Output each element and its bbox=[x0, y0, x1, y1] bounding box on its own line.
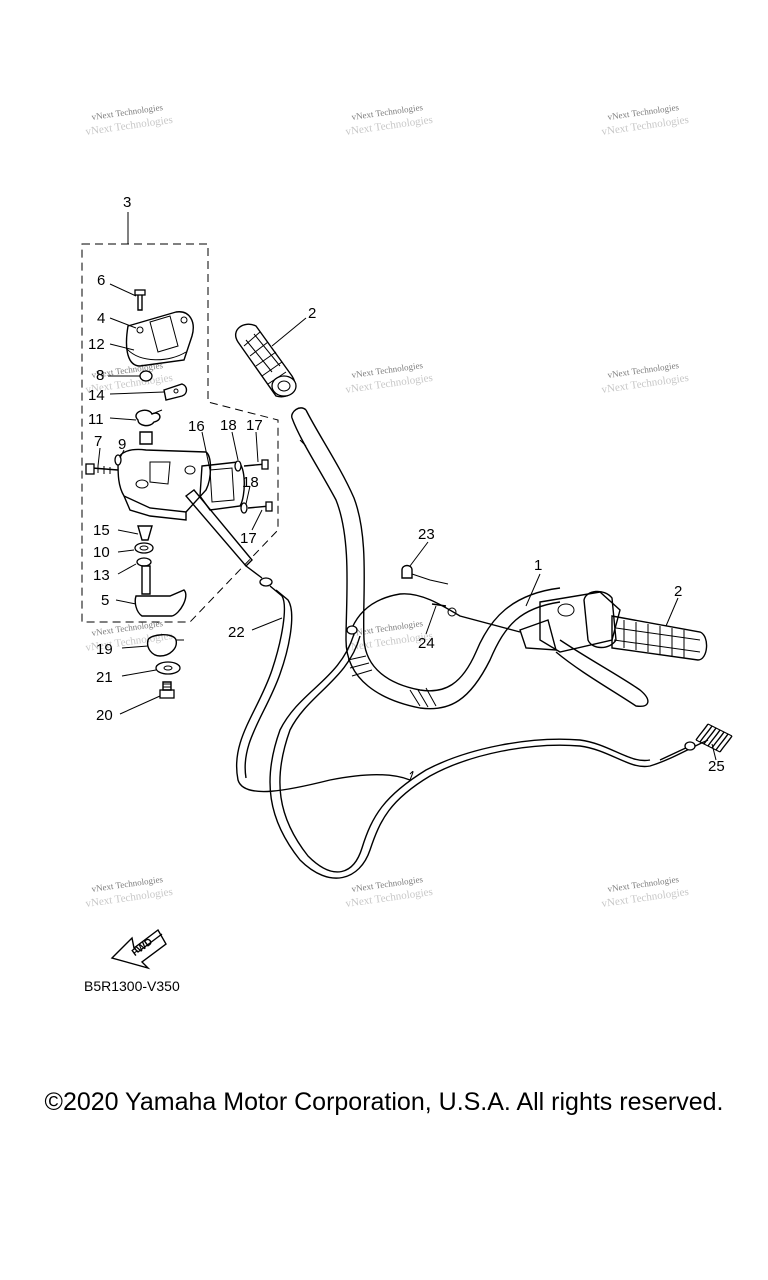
right-controls bbox=[519, 590, 708, 707]
callout-2: 2 bbox=[674, 583, 682, 600]
left-grip bbox=[235, 323, 297, 398]
watermark: vNext Technologies vNext Technologies bbox=[601, 102, 690, 138]
callout-25: 25 bbox=[708, 758, 725, 775]
callouts: 1 2 2 3 4 5 6 7 8 9 10 11 12 13 14 15 16… bbox=[88, 194, 725, 775]
watermark: vNext Technologies vNext Technologies bbox=[601, 360, 690, 396]
callout-7: 7 bbox=[94, 433, 102, 450]
callout-6: 6 bbox=[97, 272, 105, 289]
handlebar bbox=[291, 407, 561, 710]
callout-17: 17 bbox=[240, 530, 257, 547]
watermark: vNext Technologies vNext Technologies bbox=[345, 102, 434, 138]
small-parts-8-14 bbox=[139, 370, 188, 401]
callout-4: 4 bbox=[97, 310, 105, 327]
callout-21: 21 bbox=[96, 669, 113, 686]
watermark: vNext Technologies vNext Technologies bbox=[345, 360, 434, 396]
bolt-20 bbox=[159, 681, 175, 699]
callout-23: 23 bbox=[418, 526, 435, 543]
washer-9 bbox=[114, 454, 122, 466]
callout-14: 14 bbox=[88, 387, 105, 404]
callout-11: 11 bbox=[88, 411, 104, 428]
watermark: vNext Technologies vNext Technologies bbox=[85, 874, 174, 910]
throttle-cable-22 bbox=[236, 565, 414, 793]
screw-7 bbox=[85, 463, 119, 475]
leader-lines bbox=[97, 283, 717, 761]
callout-20: 20 bbox=[96, 707, 113, 724]
sensor-23 bbox=[401, 564, 449, 585]
washers-18 bbox=[234, 460, 248, 514]
callout-2: 2 bbox=[308, 305, 316, 322]
callout-19: 19 bbox=[96, 641, 113, 658]
lower-parts-15-10-13 bbox=[134, 525, 154, 567]
fwd-arrow-icon: FWD bbox=[110, 928, 167, 970]
diagram-code: B5R1300-V350 bbox=[84, 978, 180, 994]
callout-8: 8 bbox=[96, 367, 104, 384]
washer-21 bbox=[155, 661, 181, 675]
cable-holder-19 bbox=[146, 634, 184, 657]
copyright-notice: ©2020 Yamaha Motor Corporation, U.S.A. A… bbox=[44, 1088, 724, 1116]
callout-1: 1 bbox=[534, 557, 542, 574]
spring-11 bbox=[135, 409, 163, 445]
callout-22: 22 bbox=[228, 624, 245, 641]
callout-12: 12 bbox=[88, 336, 105, 353]
callout-18: 18 bbox=[242, 474, 259, 491]
callout-9: 9 bbox=[118, 436, 126, 453]
screws-17 bbox=[243, 459, 273, 512]
watermark: vNext Technologies vNext Technologies bbox=[601, 874, 690, 910]
callout-5: 5 bbox=[101, 592, 109, 609]
watermark: vNext Technologies vNext Technologies bbox=[345, 874, 434, 910]
callout-15: 15 bbox=[93, 522, 110, 539]
callout-13: 13 bbox=[93, 567, 110, 584]
callout-3: 3 bbox=[123, 194, 131, 211]
callout-18: 18 bbox=[220, 417, 237, 434]
throttle-lever-5 bbox=[134, 565, 187, 617]
callout-17: 17 bbox=[246, 417, 263, 434]
callout-10: 10 bbox=[93, 544, 110, 561]
watermarks: vNext Technologies vNext Technologies vN… bbox=[85, 102, 690, 910]
screw-6 bbox=[134, 289, 146, 311]
spring-25 bbox=[659, 723, 733, 761]
assembly-3-boundary bbox=[81, 243, 279, 623]
callout-24: 24 bbox=[418, 635, 435, 652]
callout-16: 16 bbox=[188, 418, 205, 435]
switch-upper-cover bbox=[125, 311, 194, 367]
brake-cable-24 bbox=[269, 593, 709, 879]
watermark: vNext Technologies vNext Technologies bbox=[85, 102, 174, 138]
